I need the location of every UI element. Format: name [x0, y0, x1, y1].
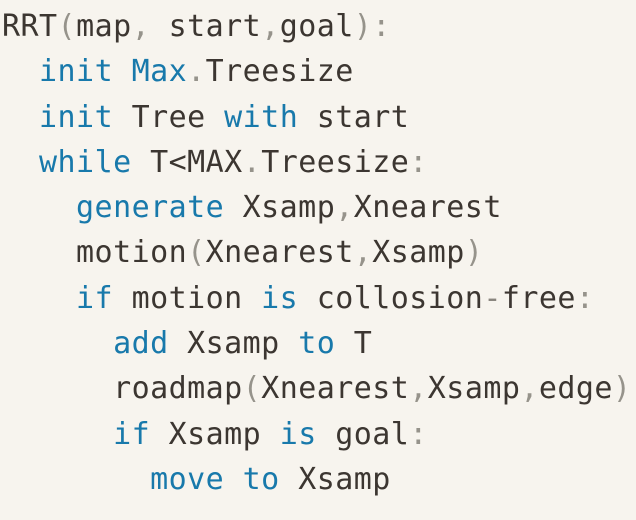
code-token-keyword: to	[298, 326, 336, 362]
code-token-plain: roadmap	[113, 371, 243, 407]
code-token-punct: ,	[409, 371, 428, 407]
code-token-keyword: is	[279, 416, 317, 452]
code-line: if Xsamp is goal:	[2, 412, 636, 457]
code-line: init Tree with start	[2, 95, 636, 140]
code-token-keyword: init	[39, 54, 114, 90]
code-token-plain: edge	[538, 371, 613, 407]
code-token-punct: :	[409, 144, 428, 180]
code-token-punct: ,	[261, 9, 280, 44]
code-token-punct: ,	[131, 9, 151, 44]
code-token-keyword: init	[39, 99, 114, 135]
code-token-plain: collosion	[298, 280, 484, 316]
code-token-plain: T	[131, 144, 169, 180]
code-token-punct: (	[57, 9, 77, 44]
code-token-plain: Xsamp	[427, 371, 521, 407]
code-token-keyword: if	[113, 416, 151, 452]
code-token-plain	[224, 462, 243, 497]
code-token-plain: MAX	[187, 144, 243, 180]
code-line: motion(Xnearest,Xsamp)	[2, 230, 636, 275]
code-token-plain: motion	[76, 235, 188, 271]
code-indent	[2, 145, 39, 180]
code-token-punct: .	[187, 54, 206, 90]
code-line: RRT(map, start,goal):	[2, 4, 636, 49]
code-token-punct: :	[409, 416, 428, 452]
code-token-punct: )	[464, 235, 484, 271]
code-indent	[2, 100, 39, 135]
code-indent	[2, 326, 113, 361]
code-line: init Max.Treesize	[2, 49, 636, 94]
code-token-keyword: if	[76, 280, 114, 316]
code-token-keyword: to	[242, 461, 280, 497]
code-token-keyword: Max	[131, 54, 188, 90]
code-line: generate Xsamp,Xnearest	[2, 185, 636, 230]
code-token-punct: ,	[335, 190, 354, 226]
code-token-plain: Xsamp	[372, 235, 465, 271]
code-token-plain: Tree	[113, 99, 225, 135]
code-indent	[2, 54, 39, 89]
code-line: move to Xsamp	[2, 457, 636, 502]
code-token-keyword: add	[113, 326, 169, 362]
code-indent	[2, 371, 113, 406]
code-token-punct: .	[242, 144, 262, 180]
code-token-plain: start	[150, 9, 262, 44]
code-token-keyword: with	[224, 99, 299, 135]
code-token-punct: (	[187, 235, 206, 271]
code-indent	[2, 462, 150, 497]
code-token-plain: RRT	[2, 9, 58, 44]
code-token-keyword: move	[150, 461, 225, 497]
code-token-plain: map	[76, 9, 132, 44]
code-token-keyword: generate	[76, 190, 225, 226]
code-indent	[2, 235, 76, 270]
code-token-punct: ):	[353, 9, 391, 44]
code-line: add Xsamp to T	[2, 321, 636, 366]
code-token-keyword: while	[39, 144, 132, 180]
code-token-punct: :	[575, 280, 595, 316]
code-token-punct: ,	[520, 371, 539, 407]
code-token-operator: -	[483, 280, 502, 316]
code-token-plain: T	[335, 326, 373, 362]
code-token-plain: free	[501, 280, 576, 316]
code-token-plain: motion	[113, 280, 262, 316]
code-line: if motion is collosion-free:	[2, 276, 636, 321]
code-token-plain: Treesize	[261, 144, 410, 180]
code-token-punct: (	[242, 371, 262, 407]
code-token-plain	[113, 54, 132, 89]
code-token-punct: )	[612, 371, 632, 407]
code-token-plain: <	[168, 144, 188, 180]
code-token-plain: Treesize	[205, 54, 354, 90]
code-indent	[2, 190, 76, 225]
code-token-keyword: is	[261, 280, 299, 316]
code-token-plain: start	[298, 99, 410, 135]
code-token-plain: Xsamp	[279, 461, 391, 497]
code-token-plain: goal	[279, 9, 354, 44]
code-token-plain: Xnearest	[353, 190, 502, 226]
code-token-plain: Xnearest	[261, 371, 410, 407]
code-token-plain: Xnearest	[205, 235, 354, 271]
code-token-punct: ,	[353, 235, 373, 271]
code-indent	[2, 281, 76, 316]
code-line: while T<MAX.Treesize:	[2, 140, 636, 185]
code-indent	[2, 417, 113, 452]
code-token-plain: goal	[316, 416, 410, 452]
code-token-plain: Xsamp	[224, 190, 336, 226]
code-token-plain: Xsamp	[168, 326, 299, 362]
code-line: roadmap(Xnearest,Xsamp,edge)	[2, 366, 636, 411]
code-token-plain: Xsamp	[150, 416, 280, 452]
